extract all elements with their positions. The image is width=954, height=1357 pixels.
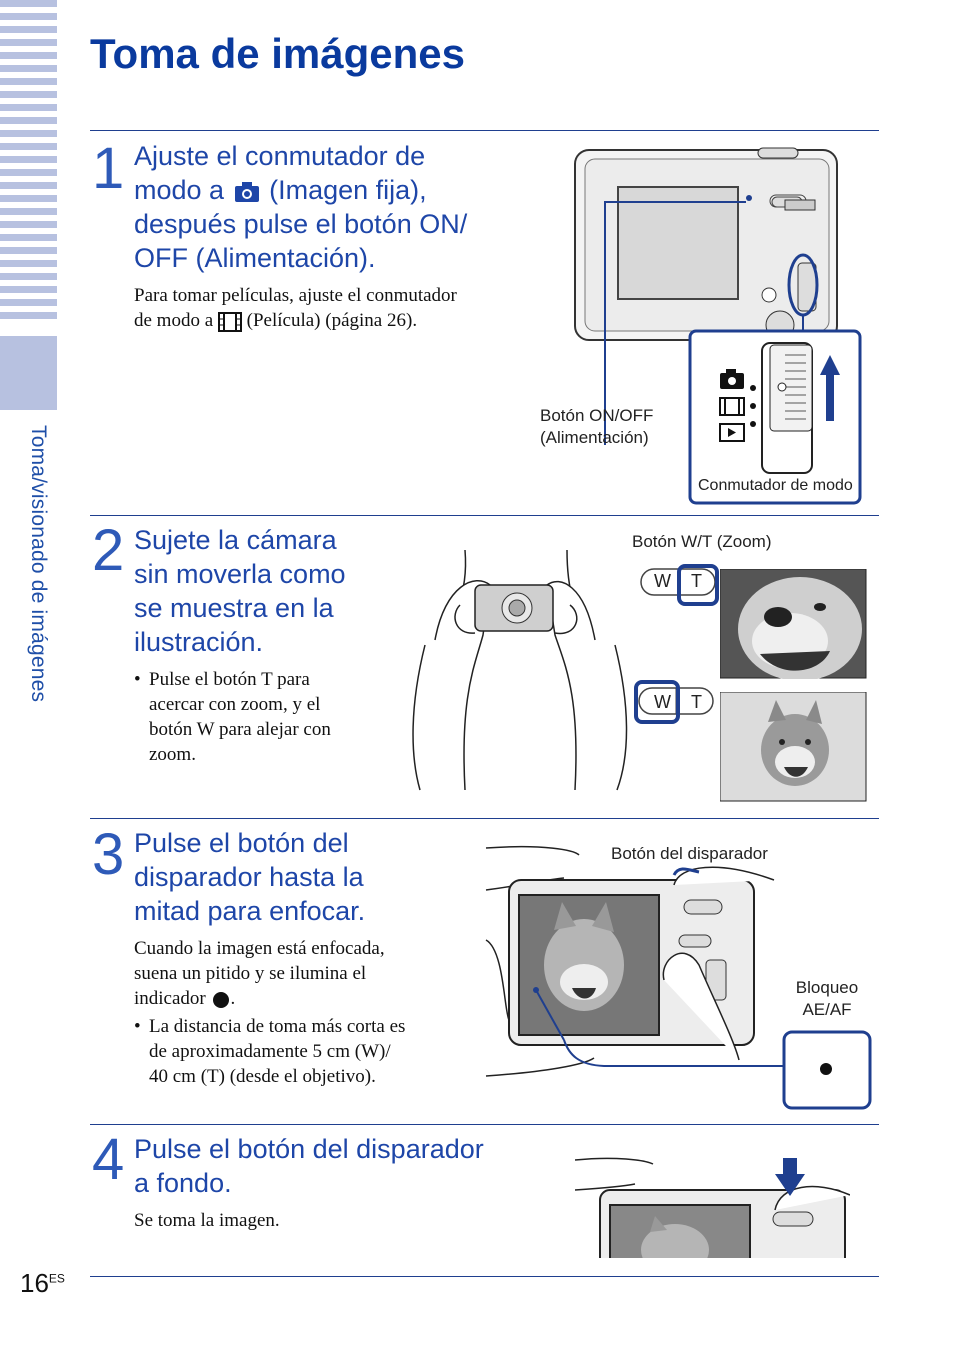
zoom-button-label: Botón W/T (Zoom) [632, 532, 772, 551]
step-body: Se toma la imagen. [134, 1210, 280, 1231]
zoom-t-label: T [691, 571, 702, 591]
step-number: 2 [92, 518, 125, 583]
section-divider [90, 130, 879, 131]
step-body: Para tomar películas, ajuste el conmutad… [134, 285, 457, 332]
page-title: Toma de imágenes [90, 30, 466, 77]
step-body: Cuando la imagen está enfocada, suena un… [134, 938, 385, 1009]
shutter-button-label: Botón del disparador [611, 844, 768, 863]
zoom-w-label: W [654, 571, 671, 591]
camera-back-illustration [574, 147, 862, 505]
page-number: 16ES [20, 1268, 65, 1298]
step-number: 3 [92, 822, 125, 887]
zoom-w-button-highlight [634, 680, 714, 724]
step-heading: Pulse el botón del disparador a fondo. [134, 1134, 484, 1198]
section-divider [90, 515, 879, 516]
step-heading: Ajuste el conmutador de modo a (Imagen f… [134, 139, 467, 275]
focus-indicator-icon [212, 991, 229, 1008]
camera-full-press-illustration [575, 1157, 850, 1258]
camera-icon [234, 181, 259, 202]
step-number: 1 [92, 136, 125, 201]
movie-icon [217, 311, 242, 332]
zoom-t-label: T [691, 692, 702, 712]
side-stripes [0, 0, 57, 330]
bullet-item: • La distancia de toma más corta es de a… [134, 1016, 406, 1087]
side-tab-marker [0, 336, 57, 410]
camera-half-press-illustration [485, 845, 872, 1110]
power-button-label: Botón ON/OFF (Alimentación) [540, 406, 654, 447]
step-heading: Pulse el botón del disparador hasta la m… [134, 828, 366, 926]
side-tab-label: Toma/visionado de imágenes [27, 425, 50, 703]
footer-rule [90, 1276, 879, 1277]
heading-line: OFF (Alimentación). [134, 243, 376, 273]
dog-photo-zoomed-in [720, 569, 867, 679]
heading-line: después pulse el botón ON/ [134, 209, 468, 239]
mode-switch-label: Conmutador de modo [698, 477, 853, 494]
dog-photo-zoomed-out [720, 692, 867, 802]
step-heading: Sujete la cámara sin moverla como se mue… [134, 525, 346, 657]
heading-line: Ajuste el conmutador de [134, 141, 426, 171]
bullet-item: • Pulse el botón T para acercar con zoom… [134, 669, 331, 765]
section-divider [90, 818, 879, 819]
hands-holding-camera-illustration [412, 549, 628, 791]
ae-af-lock-label: Bloqueo AE/AF [795, 978, 859, 1019]
zoom-t-button-highlight [640, 564, 719, 606]
step-number: 4 [92, 1127, 125, 1192]
zoom-w-label: W [654, 692, 671, 712]
section-divider [90, 1124, 879, 1125]
heading-line: modo a (Imagen fija), [134, 175, 427, 205]
